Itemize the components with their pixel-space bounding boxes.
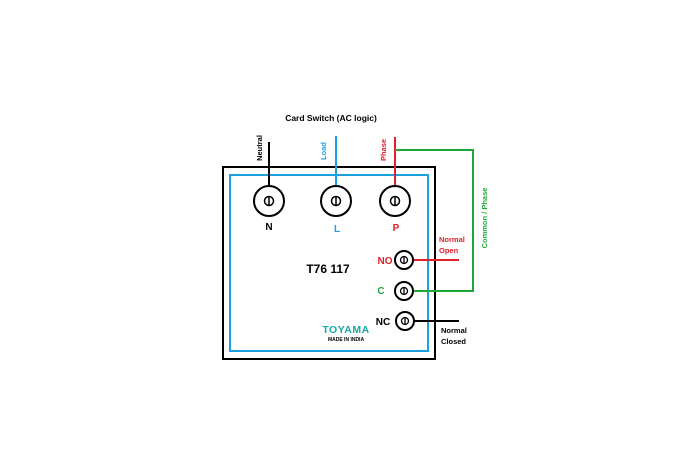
terminal-n (253, 185, 285, 217)
model-number: T76 117 (306, 262, 350, 276)
normal-closed-label-line2: Closed (441, 337, 466, 346)
terminal-c-label: C (377, 286, 384, 297)
load-label: Load (319, 142, 328, 160)
terminal-nc-label: NC (376, 317, 390, 328)
terminal-p (379, 185, 411, 217)
normal-open-label-line2: Open (439, 246, 459, 255)
terminal-n-label: N (265, 222, 272, 233)
terminal-no-label: NO (378, 256, 393, 267)
common-phase-label: Common / Phase (480, 188, 489, 249)
normal-open-label-line1: Normal (439, 235, 465, 244)
terminal-no (394, 250, 414, 270)
terminal-nc (395, 311, 415, 331)
switch-inner-plate (229, 174, 429, 352)
phase-label: Phase (379, 139, 388, 161)
diagram-title: Card Switch (AC logic) (285, 113, 377, 123)
terminal-l-label: L (334, 224, 340, 235)
neutral-label: Neutral (255, 135, 264, 161)
terminal-p-label: P (393, 223, 400, 234)
terminal-l (320, 185, 352, 217)
brand-logo: TOYAMA MADE IN INDIA (322, 324, 369, 343)
common-phase-wire (395, 149, 474, 292)
terminal-c (394, 281, 414, 301)
brand-tagline: MADE IN INDIA (328, 337, 365, 343)
brand-name: TOYAMA (322, 324, 369, 336)
switch-outer-frame (222, 166, 436, 360)
normal-closed-label-line1: Normal (441, 326, 467, 335)
